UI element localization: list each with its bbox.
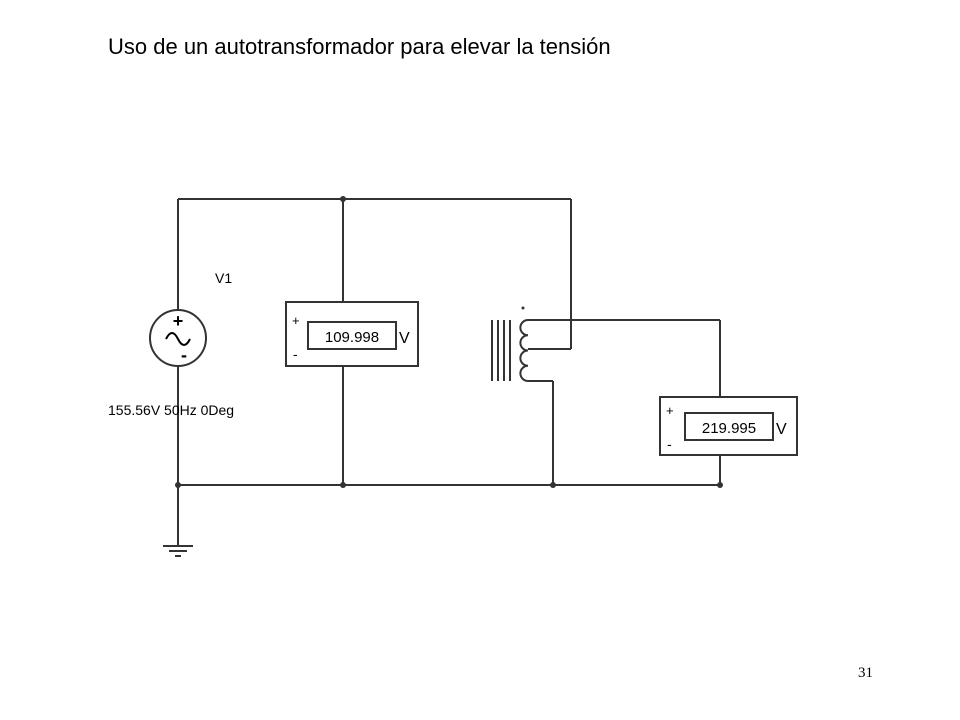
junction-dot (175, 482, 181, 488)
junction-dot (340, 196, 346, 202)
transformer-core (491, 320, 511, 381)
voltmeter-secondary-plus: + (666, 403, 674, 418)
source-label: V1 (215, 270, 232, 286)
page-number: 31 (858, 665, 873, 681)
source-spec: 155.56V 50Hz 0Deg (108, 402, 234, 418)
voltmeter-primary-plus: + (292, 313, 300, 328)
junction-dot (340, 482, 346, 488)
transformer-polarity-dot (521, 306, 525, 310)
sine-wave-icon (165, 332, 191, 346)
autotransformer (491, 306, 529, 382)
voltmeter-primary-reading: 109.998 (325, 329, 379, 346)
ground-symbol (163, 545, 193, 557)
voltmeter-primary: + - 109.998 V (285, 301, 419, 367)
ac-source: + - (149, 309, 207, 367)
slide-title: Uso de un autotransformador para elevar … (108, 34, 611, 59)
voltmeter-secondary: + - 219.995 V (659, 396, 798, 456)
ac-source-minus: - (181, 345, 187, 365)
junction-dot (550, 482, 556, 488)
voltmeter-primary-display (307, 321, 397, 350)
voltmeter-primary-minus: - (293, 346, 298, 362)
transformer-coil (519, 319, 529, 382)
ac-source-plus: + (173, 311, 184, 331)
junction-dot (717, 482, 723, 488)
voltmeter-secondary-display (684, 412, 774, 441)
voltmeter-secondary-unit: V (776, 421, 787, 438)
voltmeter-secondary-reading: 219.995 (702, 420, 756, 437)
voltmeter-secondary-minus: - (667, 436, 672, 452)
voltmeter-primary-unit: V (399, 330, 410, 347)
